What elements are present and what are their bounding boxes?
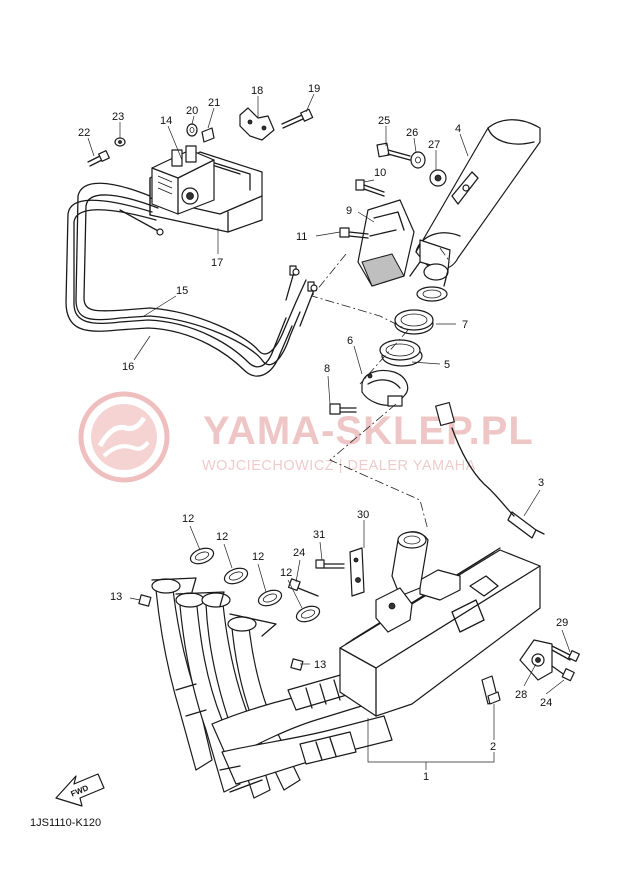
fwd-arrow-icon: FWD [55, 773, 105, 807]
servo-motor-14 [151, 145, 215, 215]
callout-27: 27 [428, 139, 440, 151]
callout-16: 16 [122, 361, 134, 373]
o2-sensor-3 [435, 401, 545, 539]
bolt-25 [376, 142, 411, 161]
callout-20: 20 [186, 105, 198, 117]
nut-13a [138, 594, 152, 607]
cable-16 [65, 199, 293, 377]
callout-12d: 12 [280, 567, 292, 579]
bolt-24a [287, 578, 319, 597]
collar-27 [429, 169, 447, 187]
gasket-12c [257, 589, 283, 607]
callout-23: 23 [112, 111, 124, 123]
gasket-12b [223, 567, 249, 585]
grommet-26 [410, 151, 426, 169]
callout-4: 4 [455, 123, 461, 135]
clamp-6 [361, 369, 409, 407]
muffler-pipe-4 [409, 119, 541, 287]
callout-29: 29 [556, 617, 568, 629]
callout-12b: 12 [216, 531, 228, 543]
callout-18: 18 [251, 85, 263, 97]
watermark-title: YAMA-SKLEP.PL [203, 409, 534, 453]
callout-2: 2 [490, 741, 496, 753]
assembly-line-a [311, 253, 409, 331]
bolt-8 [329, 403, 357, 415]
callout-6: 6 [347, 335, 353, 347]
callout-5: 5 [444, 359, 450, 371]
callout-15: 15 [176, 285, 188, 297]
gasket-7 [394, 309, 434, 335]
callout-26: 26 [406, 127, 418, 139]
bushing-21 [201, 127, 215, 143]
callout-19: 19 [308, 83, 320, 95]
callout-24b: 24 [540, 697, 552, 709]
bolt-31 [315, 559, 345, 569]
collar-20 [186, 123, 198, 137]
callout-21: 21 [208, 97, 220, 109]
protector-9 [357, 199, 415, 287]
gasket-5 [379, 339, 423, 367]
watermark-logo-icon [78, 391, 170, 483]
callout-30: 30 [357, 509, 369, 521]
callout-3: 3 [538, 477, 544, 489]
callout-22: 22 [78, 127, 90, 139]
callout-13b: 13 [314, 659, 326, 671]
callout-13a: 13 [110, 591, 122, 603]
bolt-29 [551, 645, 580, 662]
bolt-24b [551, 665, 575, 682]
assembly-line-b [359, 329, 409, 385]
stay-18 [239, 107, 275, 141]
watermark-subtitle: WOJCIECHOWICZ | DEALER YAMAHA [202, 458, 476, 474]
callout-12a: 12 [182, 513, 194, 525]
callout-24a: 24 [293, 547, 305, 559]
washer-23 [114, 137, 126, 147]
callout-10: 10 [374, 167, 386, 179]
assembly-line-d [439, 247, 451, 263]
callout-9: 9 [346, 205, 352, 217]
watermark: YAMA-SKLEP.PL WOJCIECHOWICZ | DEALER YAM… [78, 391, 534, 483]
callout-11: 11 [296, 231, 307, 243]
gasket-12a [189, 547, 215, 565]
callout-1: 1 [423, 771, 429, 783]
callout-31: 31 [313, 529, 325, 541]
gasket-12d [295, 605, 321, 623]
cable-15 [75, 182, 301, 366]
figure-code: 1JS1110-K120 [30, 817, 101, 829]
assembly-line-c [329, 403, 429, 531]
exhaust-headers [151, 577, 393, 799]
bolt-19 [281, 108, 314, 129]
leader-lines [87, 93, 571, 770]
callout-7: 7 [462, 319, 468, 331]
callout-17: 17 [211, 257, 223, 269]
callout-12c: 12 [252, 551, 264, 563]
callout-25: 25 [378, 115, 390, 127]
nut-13b [290, 658, 304, 671]
callout-labels: 22 23 14 20 21 18 19 25 26 27 4 10 9 11 … [78, 83, 568, 783]
gasket-ring [416, 286, 448, 302]
bolt-22 [87, 150, 110, 167]
muffler-box-1 [339, 531, 553, 717]
callout-8: 8 [324, 363, 330, 375]
bolt-11 [339, 227, 369, 239]
callout-28: 28 [515, 689, 527, 701]
bolt-10 [355, 179, 385, 197]
callout-14: 14 [160, 115, 172, 127]
